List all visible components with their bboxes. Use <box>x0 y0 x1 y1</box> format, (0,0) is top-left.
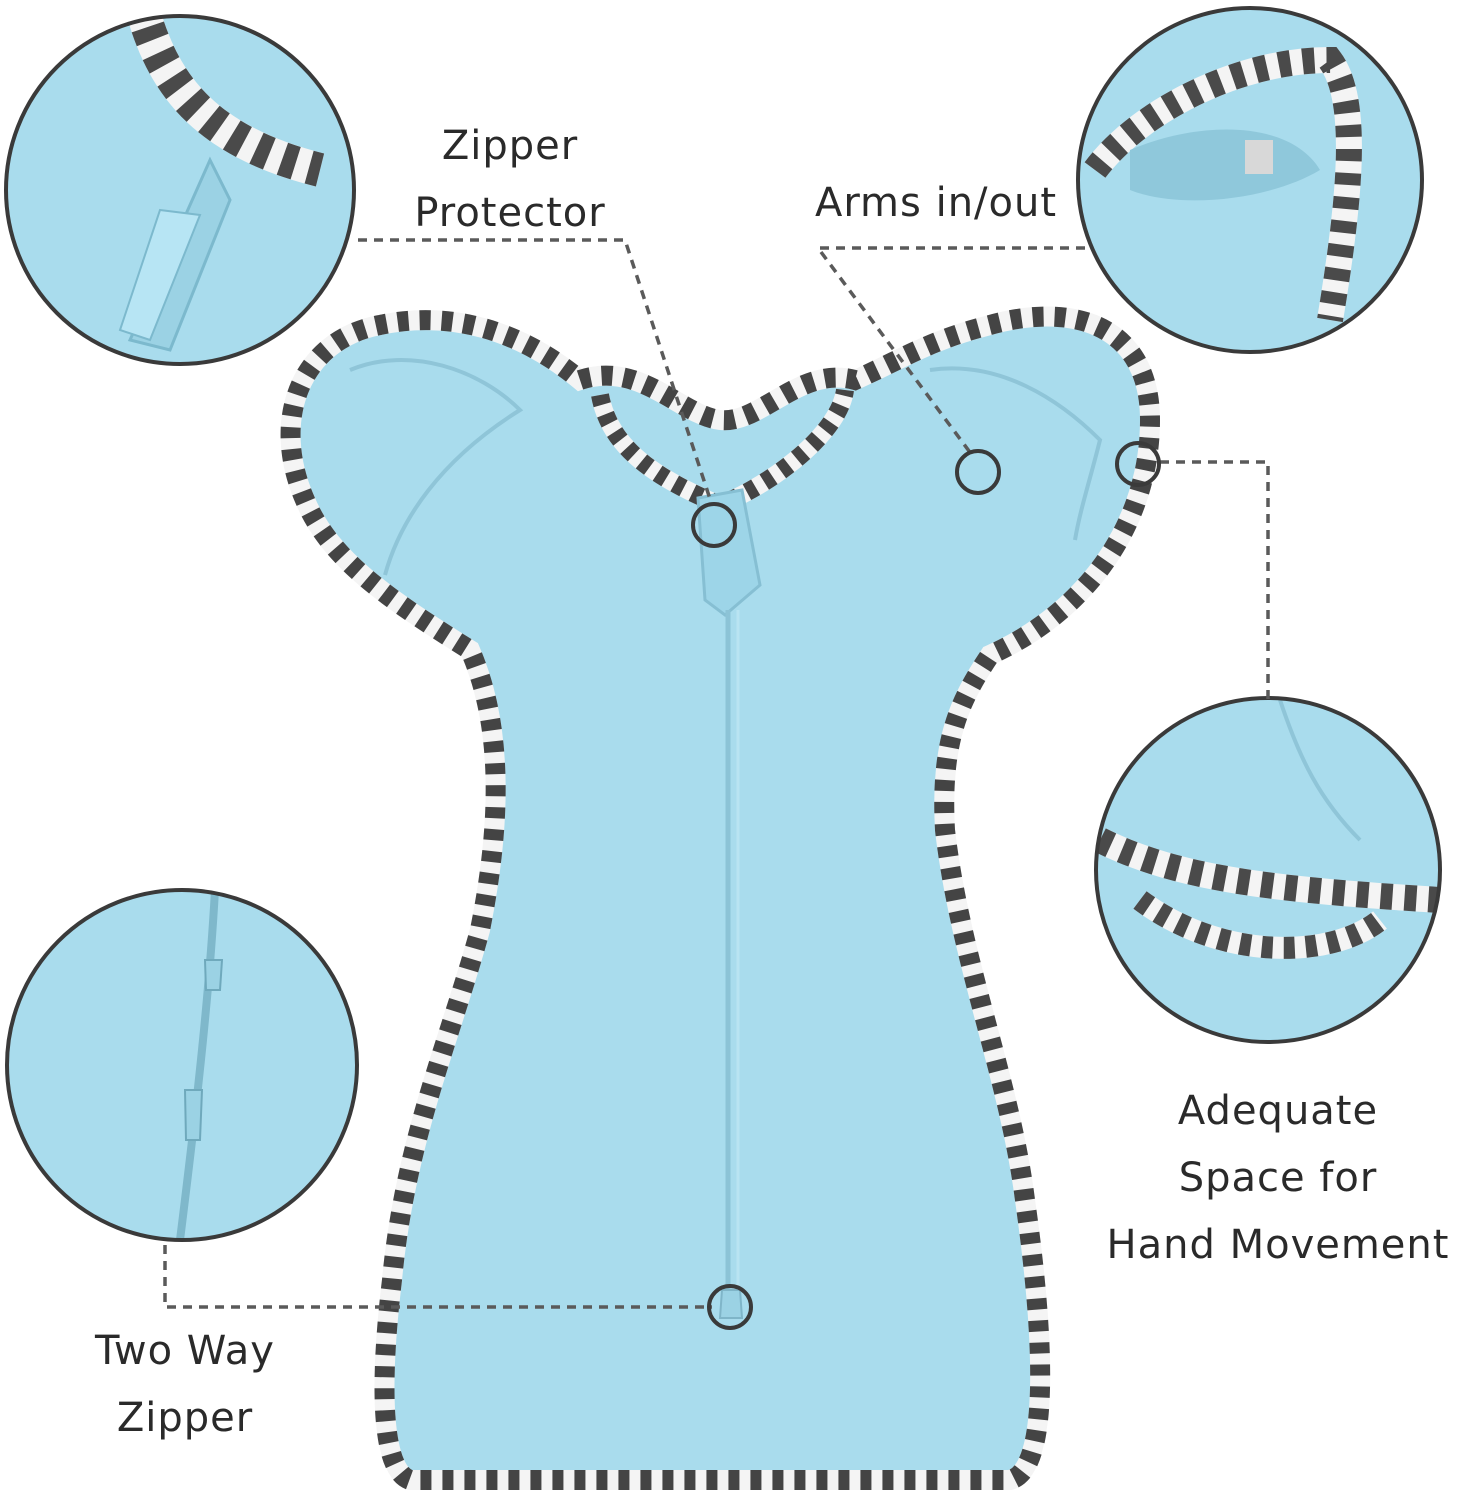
left-arm-flap <box>349 358 524 576</box>
label-adequate-space: Adequate Space for Hand Movement <box>1100 1078 1456 1279</box>
arm-opening-closeup <box>1076 6 1424 354</box>
marker-space <box>1115 441 1161 487</box>
two-way-zipper-closeup <box>5 888 359 1242</box>
label-zipper-protector: Zipper Protector <box>380 113 640 247</box>
hand-space-closeup <box>1094 696 1442 1044</box>
label-zipper-protector-line-1: Zipper <box>441 123 579 169</box>
swaddle-binding-stripes <box>280 306 1161 1490</box>
label-two-way-line-2: Zipper <box>116 1395 254 1441</box>
label-adequate-space-line-2: Space for <box>1178 1155 1378 1201</box>
label-zipper-protector-line-2: Protector <box>414 190 606 236</box>
neckline-binding-stripes <box>591 388 854 515</box>
label-two-way-line-1: Two Way <box>95 1328 275 1374</box>
swaddle-body <box>290 316 1150 1481</box>
right-arm-flap <box>929 366 1103 541</box>
leader-space <box>1160 460 1270 700</box>
zipper-protector-closeup <box>4 14 356 366</box>
zipper-pull <box>718 1289 744 1319</box>
leader-lines <box>163 238 1270 1309</box>
label-adequate-space-line-3: Hand Movement <box>1106 1222 1450 1268</box>
zipper-protector-tab <box>696 488 762 617</box>
markers <box>691 441 1161 1330</box>
label-arms-in-out: Arms in/out <box>806 170 1066 237</box>
label-two-way-zipper: Two Way Zipper <box>60 1318 310 1452</box>
marker-two-way <box>707 1284 753 1330</box>
leader-two-way <box>163 1245 712 1309</box>
marker-zipper-protector <box>691 502 737 548</box>
marker-arms <box>955 449 1001 495</box>
leader-zipper-protector <box>358 238 714 506</box>
label-arms-line-1: Arms in/out <box>814 180 1058 226</box>
label-adequate-space-line-1: Adequate <box>1177 1088 1379 1134</box>
swaddle-garment <box>280 306 1161 1490</box>
leader-arms <box>814 246 1085 457</box>
